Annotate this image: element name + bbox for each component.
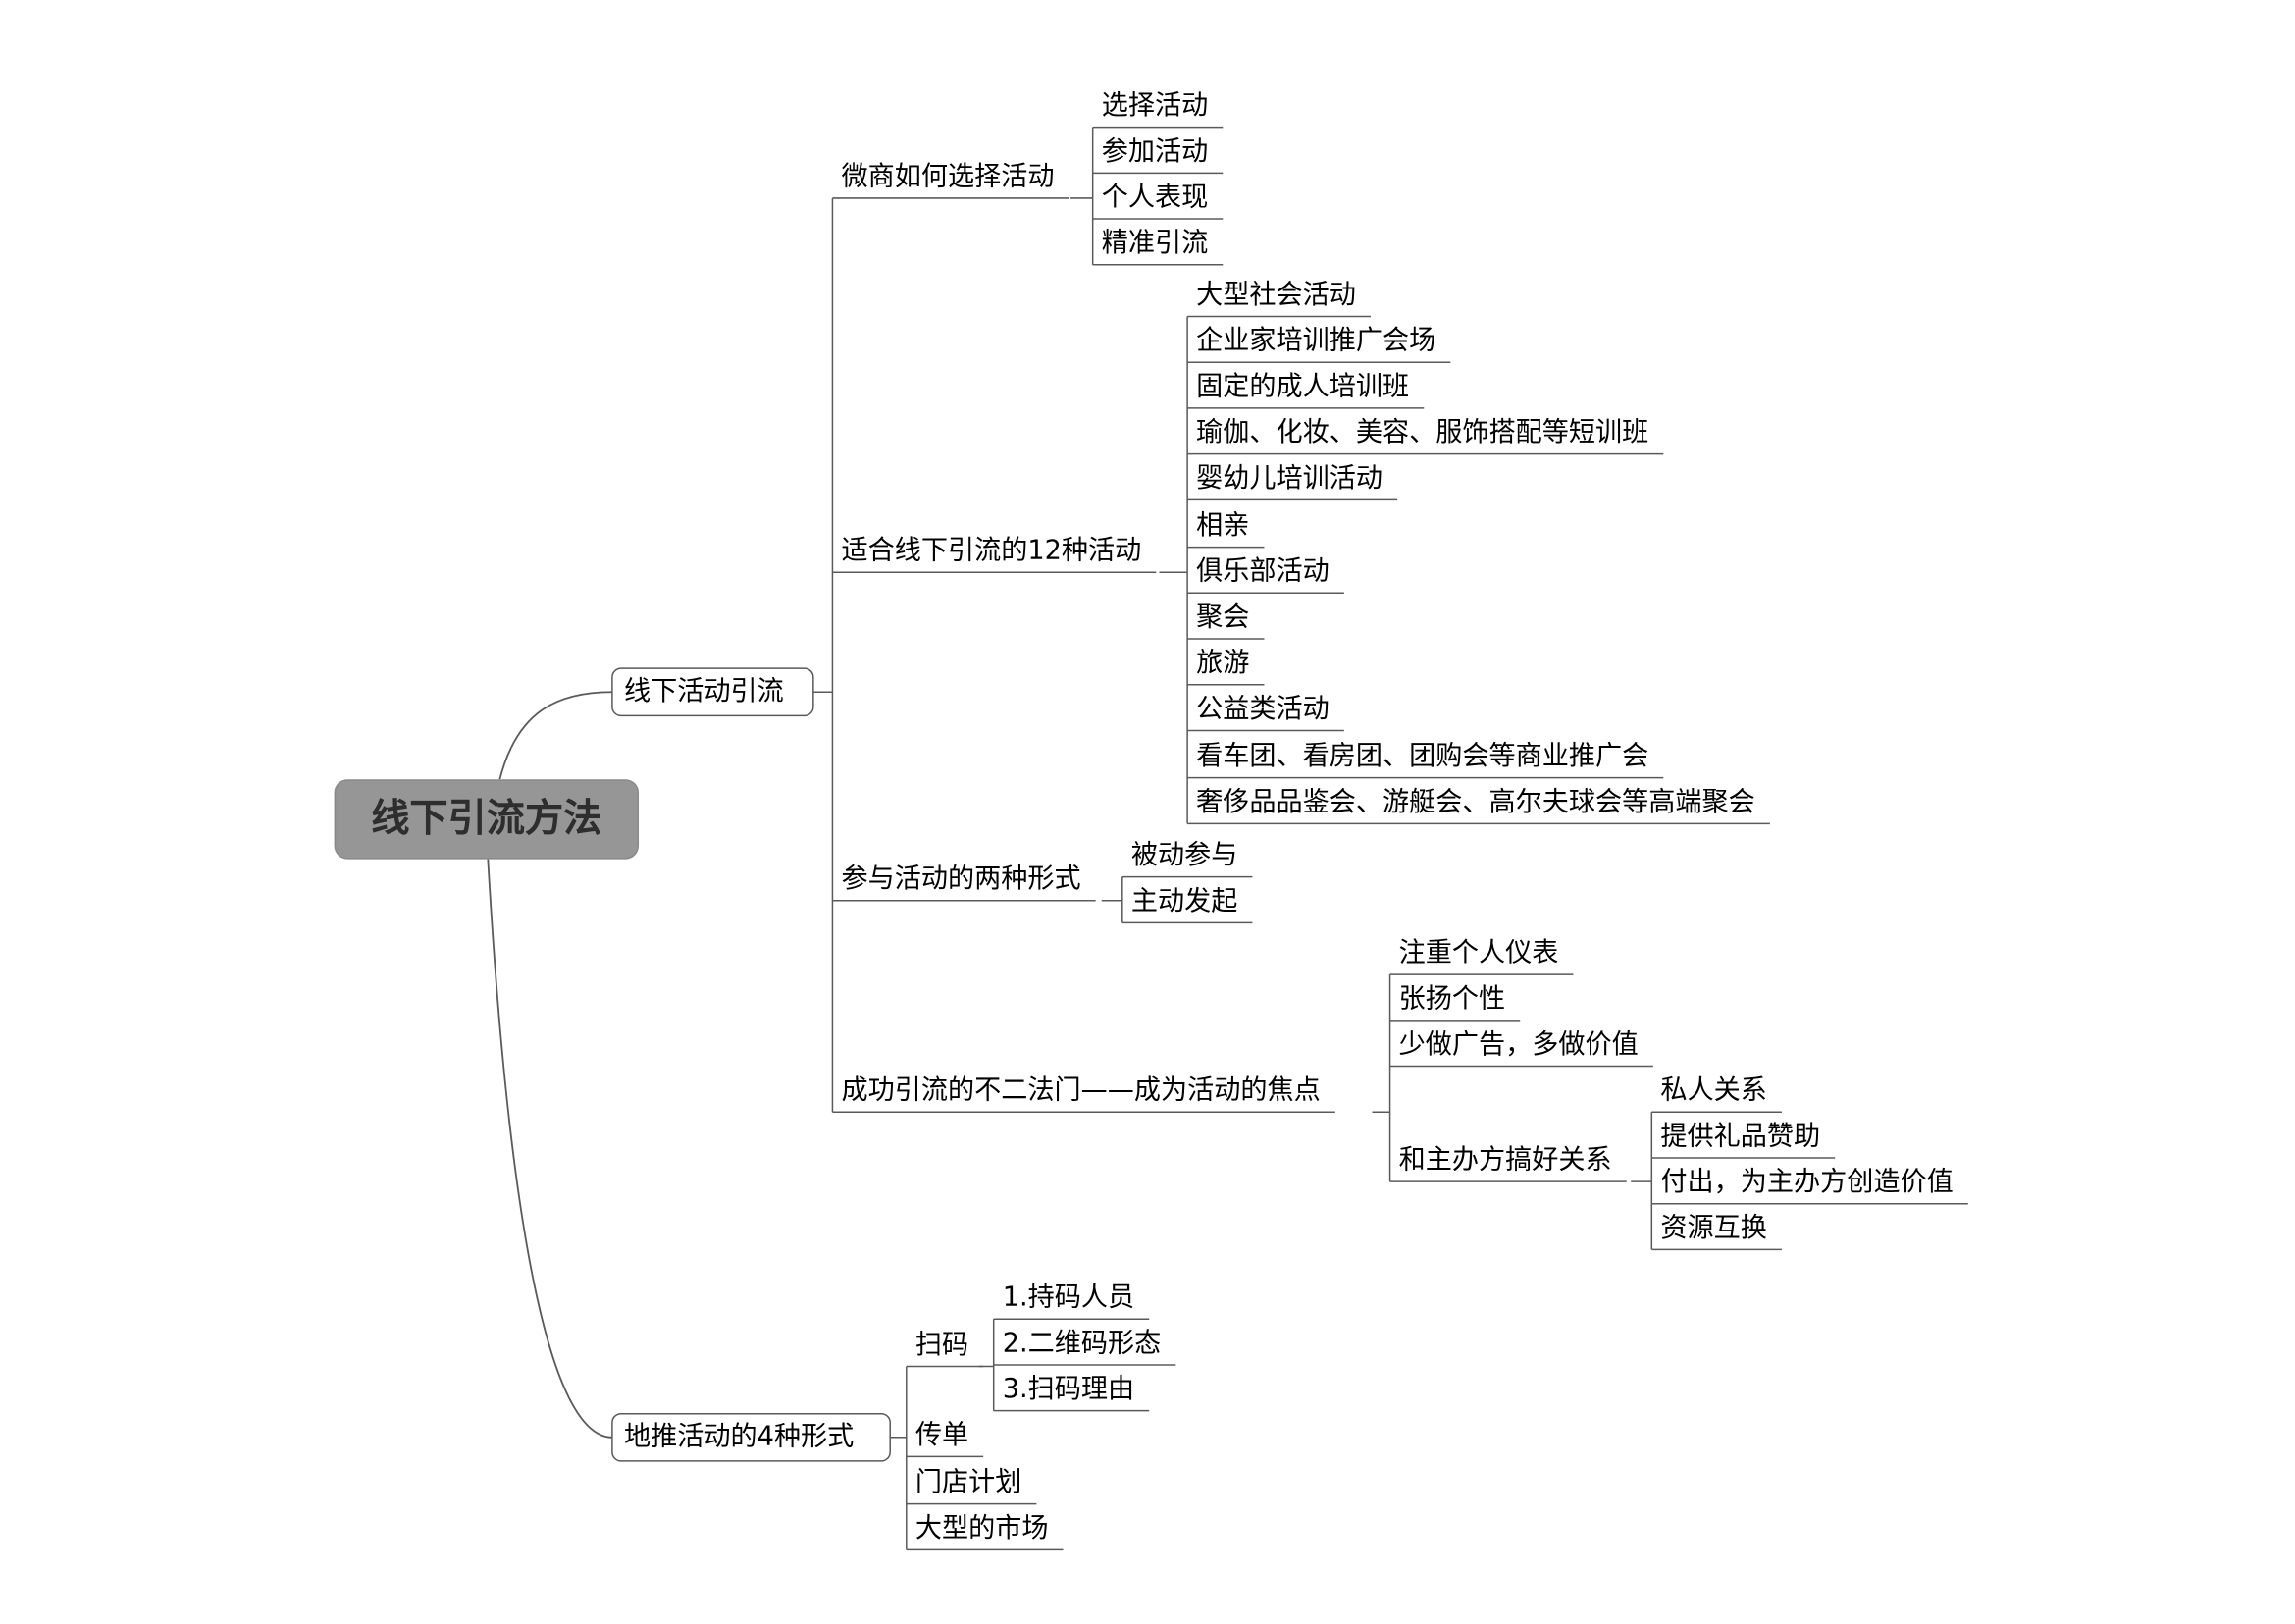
subtopic-activity[interactable]: 俱乐部活动	[1196, 555, 1330, 588]
subtopic-choose-events[interactable]: 选择活动	[1101, 89, 1209, 122]
branch-offline-events[interactable]: 线下活动引流	[623, 675, 784, 707]
subtopic-activity[interactable]: 婴幼儿培训活动	[1196, 462, 1383, 495]
topic-ground-form[interactable]: 传单	[914, 1419, 969, 1451]
subtopic-activity[interactable]: 企业家培训推广会场	[1196, 325, 1436, 357]
detail-organizer-relations[interactable]: 付出，为主办方创造价值	[1660, 1167, 1954, 1198]
subtopic-active[interactable]: 主动发起	[1130, 885, 1238, 917]
topic-ground-form[interactable]: 大型的市场	[914, 1512, 1049, 1545]
subtopic-organizer-relations[interactable]: 和主办方搞好关系	[1398, 1144, 1612, 1177]
topic-12-activities[interactable]: 适合线下引流的12种活动	[841, 535, 1142, 567]
connector-curve	[487, 859, 612, 1439]
subtopic-scan-code[interactable]: 3.扫码理由	[1002, 1374, 1135, 1405]
subtopic-choose-events[interactable]: 精准引流	[1101, 228, 1209, 259]
subtopic-activity[interactable]: 聚会	[1196, 602, 1250, 633]
topic-participation-forms[interactable]: 参与活动的两种形式	[841, 864, 1081, 895]
detail-organizer-relations[interactable]: 私人关系	[1660, 1074, 1767, 1107]
subtopic-activity[interactable]: 固定的成人培训班	[1196, 371, 1410, 402]
central-topic[interactable]: 线下引流方法	[371, 797, 602, 842]
central-topic-box[interactable]	[334, 779, 640, 860]
subtopic-focus[interactable]: 张扬个性	[1398, 983, 1506, 1015]
subtopic-focus[interactable]: 注重个人仪表	[1398, 937, 1559, 969]
detail-organizer-relations[interactable]: 资源互换	[1660, 1212, 1767, 1244]
branch-ground-promotion[interactable]: 地推活动的4种形式	[623, 1421, 855, 1452]
subtopic-activity[interactable]: 瑜伽、化妆、美容、服饰搭配等短训班	[1196, 416, 1649, 448]
subtopic-focus[interactable]: 少做广告，多做价值	[1398, 1028, 1639, 1061]
subtopic-activity[interactable]: 奢侈品品鉴会、游艇会、高尔夫球会等高端聚会	[1196, 786, 1755, 818]
topic-become-focus[interactable]: 成功引流的不二法门——成为活动的焦点	[841, 1074, 1321, 1107]
topic-scan-code[interactable]: 扫码	[914, 1329, 969, 1361]
subtopic-activity[interactable]: 看车团、看房团、团购会等商业推广会	[1196, 741, 1649, 772]
detail-organizer-relations[interactable]: 提供礼品赞助	[1660, 1121, 1821, 1152]
subtopic-scan-code[interactable]: 2.二维码形态	[1002, 1328, 1162, 1359]
subtopic-choose-events[interactable]: 参加活动	[1101, 135, 1209, 168]
topic-ground-form[interactable]: 门店计划	[914, 1466, 1022, 1498]
subtopic-activity[interactable]: 旅游	[1196, 648, 1250, 679]
subtopic-scan-code[interactable]: 1.持码人员	[1002, 1282, 1135, 1314]
subtopic-activity[interactable]: 相亲	[1196, 509, 1250, 542]
connector-curve	[498, 691, 612, 780]
subtopic-choose-events[interactable]: 个人表现	[1101, 182, 1209, 214]
subtopic-passive[interactable]: 被动参与	[1130, 839, 1238, 871]
subtopic-activity[interactable]: 大型社会活动	[1196, 279, 1356, 311]
subtopic-activity[interactable]: 公益类活动	[1196, 693, 1330, 725]
topic-choose-events[interactable]: 微商如何选择活动	[841, 161, 1055, 192]
